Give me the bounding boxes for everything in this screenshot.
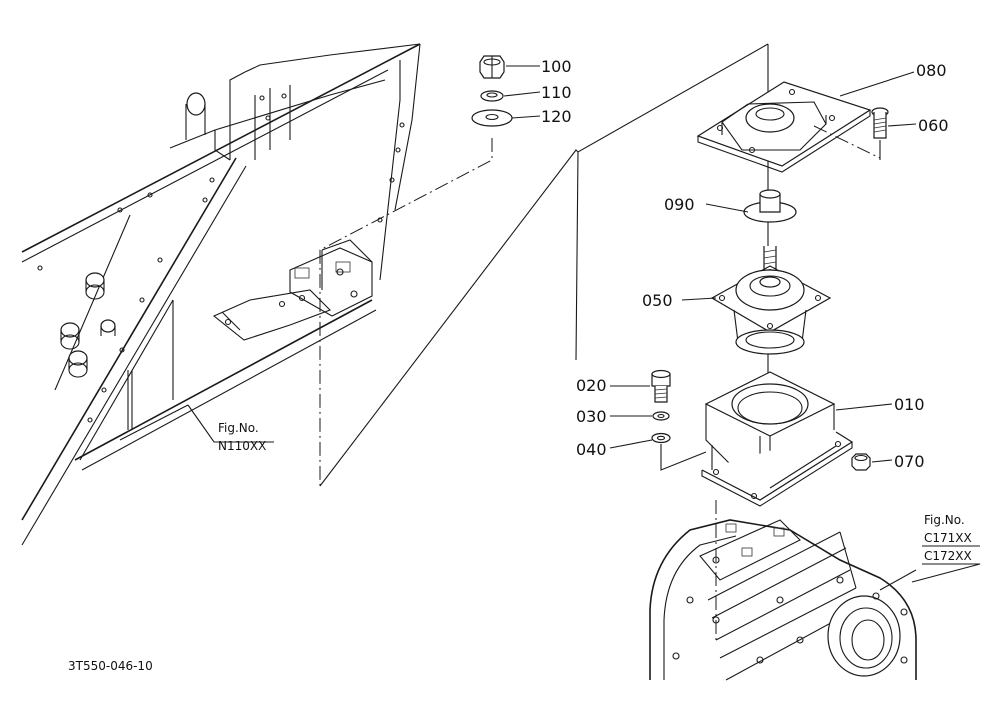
callout-090: 090 [664, 195, 695, 214]
part-090-rubber-cushion [743, 189, 797, 223]
callout-010: 010 [894, 395, 925, 414]
callout-120: 120 [541, 107, 572, 126]
part-010-mount-bracket [701, 371, 854, 507]
frame-mount-bracket [212, 239, 373, 341]
housing-ref-line3: C172XX [924, 549, 972, 563]
machine-frame-drawing [21, 43, 421, 546]
callout-050: 050 [642, 291, 673, 310]
leader-lines [503, 65, 917, 463]
callout-060: 060 [918, 116, 949, 135]
callout-080: 080 [916, 61, 947, 80]
frame-bushing-1 [85, 272, 105, 300]
part-040-washer [651, 432, 671, 444]
callout-030: 030 [576, 407, 607, 426]
housing-ref-line2: C171XX [924, 531, 972, 545]
part-020-bolt [651, 369, 671, 403]
part-100-nut [479, 55, 505, 79]
part-050-vibration-mount [710, 246, 832, 355]
callout-100: 100 [541, 57, 572, 76]
callout-labels: 100 110 120 080 060 090 050 020 030 040 … [541, 57, 949, 471]
frame-ref-line2: N110XX [218, 439, 266, 453]
frame-bushing-2 [60, 322, 80, 350]
frame-rivet-holes [37, 93, 405, 423]
transmission-housing-drawing [649, 519, 917, 681]
frame-figure-reference: Fig.No. N110XX [218, 421, 266, 453]
frame-bushing-4 [100, 319, 116, 336]
part-030-lock-washer [652, 411, 670, 421]
housing-ref-line1: Fig.No. [924, 513, 965, 527]
callout-110: 110 [541, 83, 572, 102]
callout-020: 020 [576, 376, 607, 395]
drawing-code: 3T550-046-10 [68, 659, 153, 673]
frame-ref-line1: Fig.No. [218, 421, 259, 435]
frame-bushing-3 [68, 350, 88, 378]
part-110-washer [480, 90, 504, 102]
part-080-top-plate [696, 81, 881, 173]
callout-040: 040 [576, 440, 607, 459]
callout-070: 070 [894, 452, 925, 471]
part-060-bolt [871, 107, 889, 139]
part-070-flange-nut [851, 453, 871, 471]
part-120-flat-washer [471, 109, 513, 127]
housing-figure-reference: Fig.No. C171XX C172XX [911, 513, 981, 583]
